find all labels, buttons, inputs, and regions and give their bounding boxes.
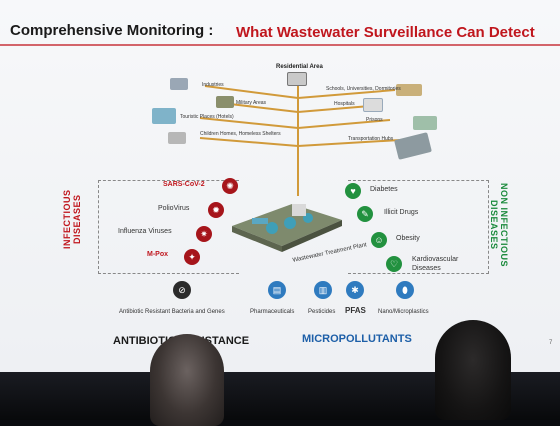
infectious-heading: INFECTIOUS DISEASES [62, 189, 82, 249]
microplastics-icon: ⬮ [396, 281, 414, 299]
noninfectious-heading: NON INFECTIOUS DISEASES [489, 182, 509, 267]
poliovirus-icon: ✹ [208, 202, 224, 218]
noninfectious-item-obesity: Obesity [396, 235, 420, 242]
page-number: 7 [549, 340, 553, 346]
source-industries: Industries [202, 82, 224, 88]
source-touristic: Touristic Places (Hotels) [180, 114, 234, 120]
audience-head-left [150, 334, 224, 426]
micro-label-pharma: Pharmaceuticals [250, 309, 295, 315]
wastewater-plant-illustration [232, 204, 342, 252]
bacteria-icon: ⊘ [173, 281, 191, 299]
micro-label-pesticides: Pesticides [308, 309, 336, 315]
residential-house-icon [287, 72, 307, 86]
residential-label: Residential Area [276, 64, 323, 70]
noninfectious-item-cardio: Kardiovascular Diseases [412, 256, 459, 272]
pesticides-icon: ▥ [314, 281, 332, 299]
diabetes-icon: ♥ [345, 183, 361, 199]
infectious-item-sars: SARS-CoV-2 [163, 181, 205, 188]
prison-icon [413, 116, 437, 130]
micro-label-plastics: Nano/Microplastics [378, 309, 429, 315]
infectious-frame [98, 180, 239, 274]
source-hospitals: Hospitals [334, 101, 355, 107]
influenza-icon: ✷ [196, 226, 212, 242]
school-icon [396, 84, 422, 96]
cardio-icon: ♡ [386, 256, 402, 272]
infectious-item-polio: PolioVirus [158, 205, 190, 212]
antibiotic-label: Antibiotic Resistant Bacteria and Genes [119, 309, 225, 315]
shelter-icon [168, 132, 186, 144]
title-left: Comprehensive Monitoring : [10, 22, 214, 39]
slide-title: Comprehensive Monitoring : What Wastewat… [0, 6, 560, 46]
noninfectious-item-drugs: Illicit Drugs [384, 209, 419, 216]
noninfectious-item-diabetes: Diabetes [370, 186, 398, 193]
infectious-item-influenza: Influenza Viruses [118, 228, 172, 235]
title-right: What Wastewater Surveillance Can Detect [236, 24, 535, 41]
noninfectious-frame [348, 180, 489, 274]
infectious-item-mpox: M-Pox [147, 251, 168, 258]
mpox-icon: ✦ [184, 249, 200, 265]
source-schools: Schools, Universities, Dormitories [326, 86, 401, 92]
micropollutants-footer: MICROPOLLUTANTS [302, 333, 412, 345]
military-icon [216, 96, 234, 108]
presentation-screen: Comprehensive Monitoring : What Wastewat… [0, 0, 560, 372]
industry-icon [170, 78, 188, 90]
audience-head-right [435, 320, 511, 420]
source-military: Military Areas [236, 100, 267, 106]
hospital-icon [363, 98, 383, 112]
source-prisons: Prisons [366, 117, 383, 123]
drugs-icon: ✎ [357, 206, 373, 222]
pharmaceuticals-icon: ▤ [268, 281, 286, 299]
micro-label-pfas: PFAS [345, 306, 366, 315]
obesity-icon: ☺ [371, 232, 387, 248]
source-transport: Transportation Hubs [348, 136, 394, 142]
pfas-icon: ✱ [346, 281, 364, 299]
pipe-network [199, 82, 401, 196]
title-divider [0, 44, 560, 46]
hotel-icon [152, 108, 176, 124]
source-children-homes: Children Homes, Homeless Shelters [200, 131, 281, 137]
virus-icon: ✺ [222, 178, 238, 194]
